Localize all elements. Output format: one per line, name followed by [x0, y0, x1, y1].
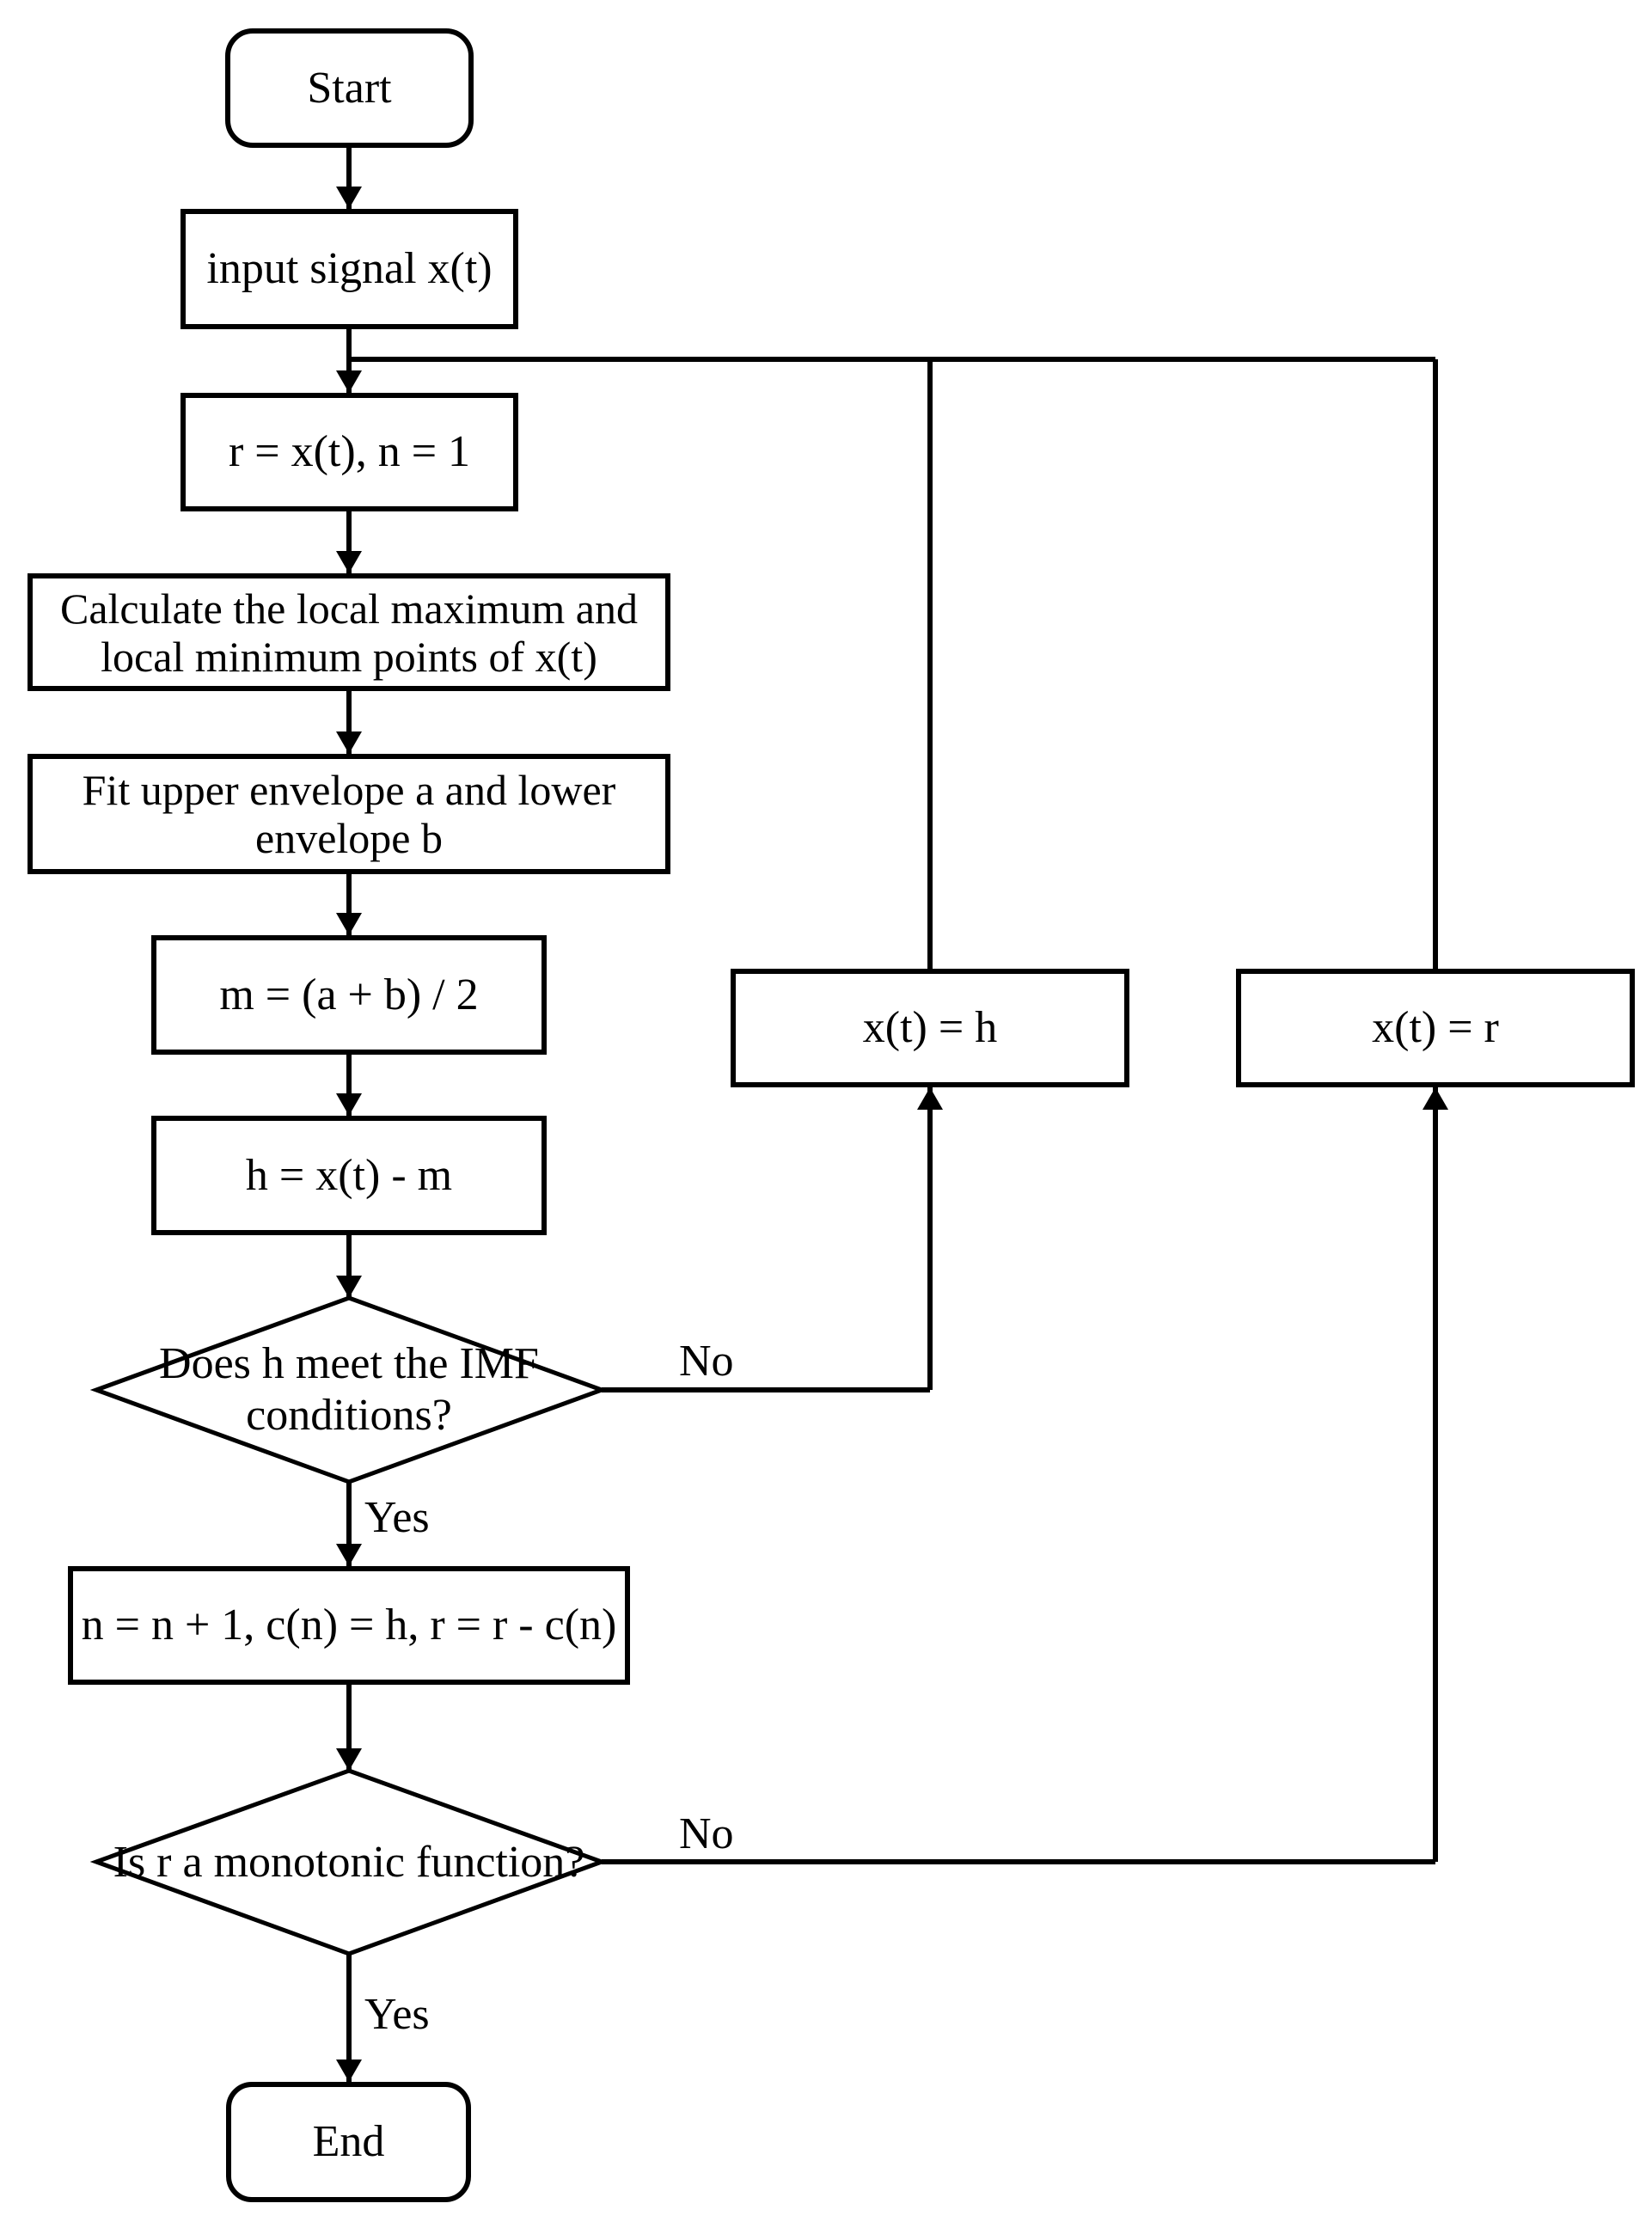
arrowhead: [336, 187, 362, 209]
set-x-to-r-node: x(t) = r: [1236, 969, 1635, 1087]
imf-decision-line2: conditions?: [246, 1391, 452, 1440]
input-signal-node: input signal x(t): [180, 209, 518, 329]
arrowhead: [336, 551, 362, 573]
set-x-to-r-label: x(t) = r: [1372, 1003, 1499, 1052]
monotonic-decision-text: Is r a monotonic function?: [96, 1771, 602, 1954]
subtract-mean-node: h = x(t) - m: [151, 1116, 547, 1235]
monotonic-decision-label: Is r a monotonic function?: [113, 1837, 585, 1887]
imf-decision-diamond: [89, 1295, 609, 1484]
imf-yes-label: Yes: [364, 1493, 430, 1542]
arrowhead: [336, 1544, 362, 1566]
calc-extrema-line2: local minimum points of x(t): [101, 632, 597, 681]
start-label: Start: [307, 63, 392, 113]
imf-decision-line1: Does h meet the IMF: [159, 1339, 539, 1388]
end-node: End: [226, 2082, 471, 2202]
set-x-to-h-node: x(t) = h: [731, 969, 1129, 1087]
arrowhead: [1423, 1087, 1448, 1110]
fit-envelope-line2: envelope b: [255, 814, 443, 862]
mean-envelope-node: m = (a + b) / 2: [151, 935, 547, 1055]
update-residue-node: n = n + 1, c(n) = h, r = r - c(n): [68, 1566, 630, 1685]
arrowhead: [336, 2060, 362, 2082]
monotonic-no-label: No: [679, 1809, 734, 1858]
imf-decision-text: Does h meet the IMF conditions?: [96, 1298, 602, 1482]
mean-envelope-label: m = (a + b) / 2: [219, 970, 479, 1019]
end-label: End: [312, 2117, 385, 2166]
monotonic-decision-diamond: [89, 1768, 609, 1956]
calc-extrema-line1: Calculate the local maximum and: [60, 584, 638, 633]
set-x-to-h-label: x(t) = h: [862, 1003, 998, 1052]
start-node: Start: [225, 28, 474, 148]
arrowhead: [336, 1748, 362, 1771]
arrowhead: [336, 370, 362, 393]
arrowhead: [917, 1087, 943, 1110]
arrowhead: [336, 913, 362, 935]
arrowhead: [336, 1276, 362, 1298]
arrowhead: [336, 1093, 362, 1116]
subtract-mean-label: h = x(t) - m: [245, 1150, 453, 1200]
imf-no-label: No: [679, 1337, 734, 1386]
fit-envelope-node: Fit upper envelope a and lower envelope …: [28, 754, 670, 874]
init-node: r = x(t), n = 1: [180, 393, 518, 511]
fit-envelope-line1: Fit upper envelope a and lower: [82, 766, 616, 814]
init-label: r = x(t), n = 1: [228, 427, 471, 476]
input-signal-label: input signal x(t): [206, 244, 493, 293]
monotonic-yes-label: Yes: [364, 1990, 430, 2039]
arrowhead: [336, 731, 362, 754]
update-residue-label: n = n + 1, c(n) = h, r = r - c(n): [81, 1601, 617, 1649]
calc-extrema-node: Calculate the local maximum and local mi…: [28, 573, 670, 691]
